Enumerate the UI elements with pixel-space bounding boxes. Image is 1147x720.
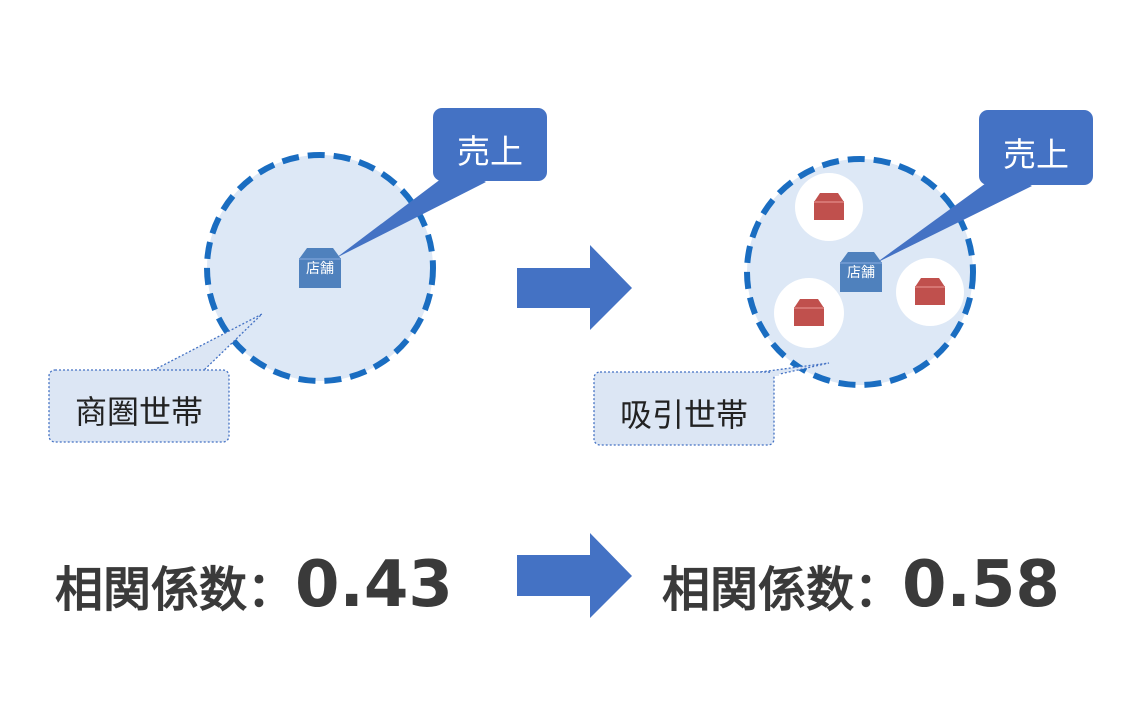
right-area-bubble <box>593 362 830 446</box>
right-coefficient-value: 0.58 <box>902 548 1060 622</box>
left-diagram <box>48 108 547 443</box>
left-area-bubble <box>48 313 263 443</box>
left-sales-callout-pointer <box>336 166 486 258</box>
competitor-store-icon <box>814 193 844 220</box>
left-store-label: 店舗 <box>306 261 334 277</box>
left-sales-callout <box>336 108 547 258</box>
right-area-label: 吸引世帯 <box>619 396 748 434</box>
competitor-store-2 <box>896 258 964 326</box>
left-area-bubble-box <box>48 369 230 443</box>
right-store-label: 店舗 <box>847 265 875 281</box>
right-arrow-icon <box>517 533 632 618</box>
competitor-store-icon <box>794 299 824 326</box>
left-area-bubble-pointer <box>149 313 263 373</box>
left-sales-label: 売上 <box>457 132 523 171</box>
competitor-store-1 <box>795 173 863 241</box>
left-sales-callout-box <box>433 108 547 181</box>
store-icon <box>840 252 882 292</box>
left-area-label: 商圏世帯 <box>74 393 203 431</box>
right-sales-callout-box <box>979 110 1093 185</box>
left-coefficient-value: 0.43 <box>295 548 453 622</box>
left-coefficient: 相関係数：0.43 <box>55 548 453 622</box>
right-coefficient-label: 相関係数： <box>662 562 903 618</box>
competitor-store-icon <box>915 278 945 305</box>
left-coefficient-label: 相関係数： <box>55 562 296 618</box>
competitor-store-3 <box>774 278 844 348</box>
right-arrow-icon <box>517 245 632 330</box>
right-area-bubble-box <box>593 371 775 446</box>
right-coefficient: 相関係数：0.58 <box>662 548 1060 622</box>
right-sales-label: 売上 <box>1003 135 1069 174</box>
right-sales-callout <box>876 110 1093 263</box>
store-icon <box>299 248 341 288</box>
right-diagram <box>593 110 1093 446</box>
right-sales-callout-pointer <box>876 170 1032 263</box>
